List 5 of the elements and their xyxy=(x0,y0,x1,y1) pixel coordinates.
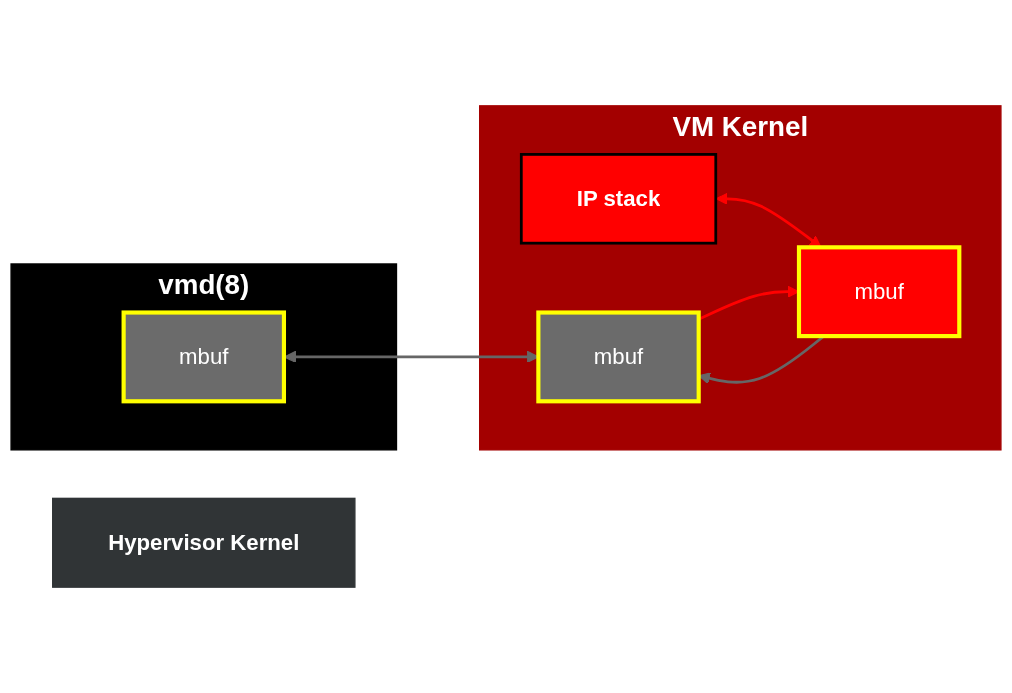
node-box: mbuf xyxy=(536,310,701,404)
node-box: mbuf xyxy=(796,245,962,339)
node-box: Hypervisor Kernel xyxy=(52,497,356,588)
node-box: IP stack xyxy=(519,153,718,245)
node-box: mbuf xyxy=(121,310,286,404)
